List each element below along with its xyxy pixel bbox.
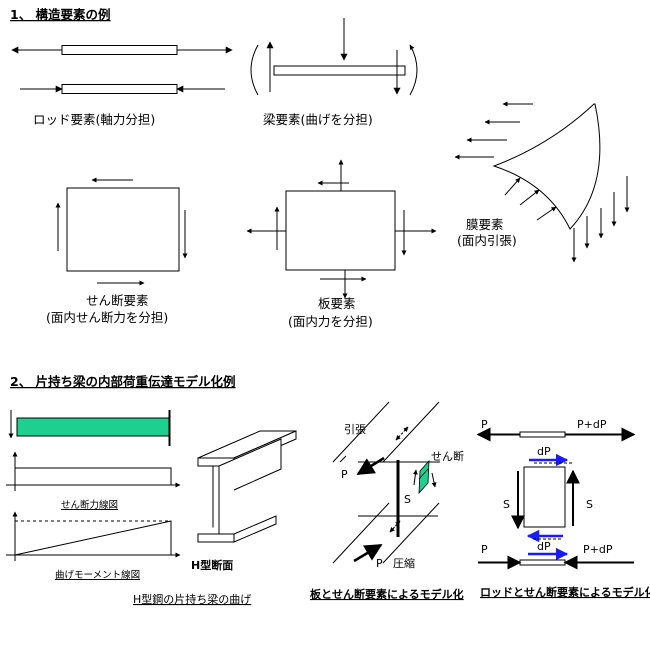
rod-element-label: ロッド要素(軸力分担) [33, 112, 155, 127]
rod-model-p-left-top: P [481, 418, 488, 431]
rod-model-p-left-bottom: P [481, 543, 488, 556]
plate-model-caption: 板とせん断要素によるモデル化 [310, 587, 464, 601]
cantilever-caption: H型鋼の片持ち梁の曲げ [133, 592, 251, 606]
rod-shear-model [476, 427, 636, 570]
membrane-label-2: (面内引張) [457, 233, 517, 248]
plate-element [246, 159, 437, 299]
plate-model-s: S [404, 493, 411, 506]
h-section-label: H型断面 [191, 558, 233, 572]
rod-model-dp-top: dP [537, 445, 551, 458]
membrane-element [454, 101, 630, 263]
rod-element [11, 45, 233, 94]
rod-model-caption: ロッドとせん断要素によるモデル化 [480, 585, 650, 599]
plate-shear-model [332, 401, 440, 564]
plate-model-compression: 圧縮 [393, 556, 415, 570]
plate-model-tension: 引張 [344, 422, 366, 436]
shear-element-label-1: せん断要素 [86, 293, 149, 308]
plate-model-p-bottom: P [376, 557, 383, 570]
plate-element-label-2: (面内力を分担) [288, 314, 373, 329]
shear-element-label-2: (面内せん断力を分担) [46, 310, 168, 325]
section1-title: 1、 構造要素の例 [10, 7, 111, 22]
cantilever-beam [8, 410, 171, 446]
rod-model-p-right-bottom: P+dP [583, 543, 613, 556]
shear-element [55, 177, 188, 286]
bending-moment-diagram [6, 511, 181, 561]
plate-model-p-top: P [341, 468, 348, 481]
plate-element-label-1: 板要素 [318, 296, 356, 311]
shear-diagram-label: せん断力線図 [61, 499, 118, 511]
beam-element-label: 梁要素(曲げを分担) [263, 112, 373, 127]
rod-model-p-right-top: P+dP [577, 418, 607, 431]
rod-model-s-left: S [503, 498, 510, 511]
rod-model-dp-bottom: dP [537, 540, 551, 553]
moment-diagram-label: 曲げモーメント線図 [55, 569, 140, 581]
h-section-beam [197, 430, 297, 543]
membrane-label-1: 膜要素 [466, 217, 504, 232]
beam-element [250, 18, 418, 96]
shear-force-diagram [6, 451, 181, 491]
section2-title: 2、 片持ち梁の内部荷重伝達モデル化例 [10, 374, 236, 389]
rod-model-s-right: S [586, 498, 593, 511]
plate-model-shear: せん断 [431, 449, 464, 463]
